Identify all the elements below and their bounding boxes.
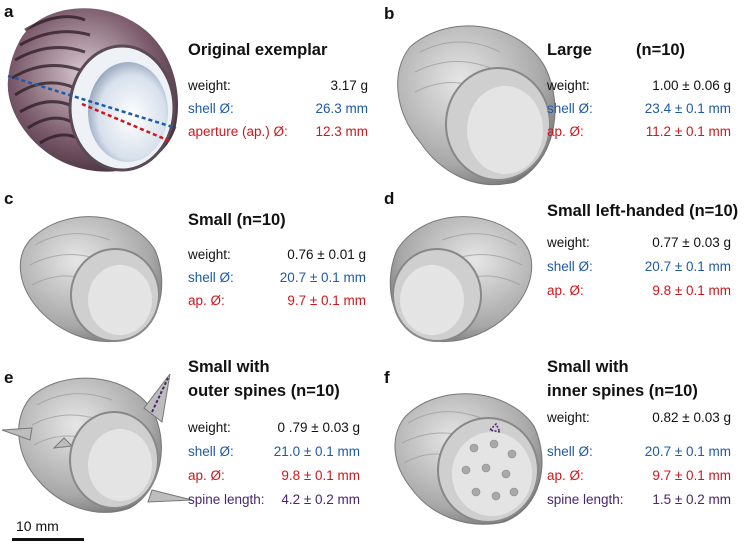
panel-e-aperture-value: 9.8 ± 0.1 mm [281,468,360,483]
panel-c-title: Small (n=10) [188,211,286,229]
panel-e-shell-label: shell Ø: [188,444,234,459]
panel-b-aperture-value: 11.2 ± 0.1 mm [645,124,731,139]
panel-d-aperture-value: 9.8 ± 0.1 mm [652,283,731,298]
inner-spines-shell-model [394,393,543,525]
panel-d-shell-value: 20.7 ± 0.1 mm [644,259,731,274]
panel-f-aperture-value: 9.7 ± 0.1 mm [652,468,731,483]
panel-b-aperture-label: ap. Ø: [547,124,584,139]
panel-e-weight-value: 0 .79 ± 0.03 g [277,420,360,435]
panel-c-shell-value: 20.7 ± 0.1 mm [279,270,366,285]
panel-c-weight-value: 0.76 ± 0.01 g [287,247,366,262]
panel-c-aperture-value: 9.7 ± 0.1 mm [287,293,366,308]
panel-d-shell-label: shell Ø: [547,259,593,274]
panel-c-weight-label: weight: [188,247,231,262]
panel-b-weight-label: weight: [547,78,590,93]
panel-a-weight-label: weight: [188,78,231,93]
panel-d-aperture-label: ap. Ø: [547,283,584,298]
panel-b-weight-value: 1.00 ± 0.06 g [652,78,731,93]
panel-b-title-n: (n=10) [636,41,686,59]
small-shell-model [19,216,163,343]
panel-a-shell-value: 26.3 mm [315,101,368,116]
panel-f-weight-value: 0.82 ± 0.03 g [652,410,731,425]
panel-d-weight-value: 0.77 ± 0.03 g [652,235,731,250]
large-shell-model [397,25,556,186]
panel-letter-d: d [384,189,395,208]
panel-e-title-line2: outer spines (n=10) [188,382,340,400]
panel-f-title-line2: inner spines (n=10) [547,382,698,400]
panel-letter-f: f [384,368,390,387]
panel-f-spine-label: spine length: [547,492,624,507]
panel-letter-b: b [384,4,395,23]
panel-d-weight-label: weight: [547,235,590,250]
panel-e-spine-label: spine length: [188,492,265,507]
panel-f-shell-label: shell Ø: [547,444,593,459]
panel-e-aperture-label: ap. Ø: [188,468,225,483]
panel-e-weight-label: weight: [188,420,231,435]
panel-f-title: Small with [547,358,629,376]
small-left-handed-shell-model [389,216,533,343]
panel-a-weight-value: 3.17 g [330,78,368,93]
panel-f-weight-label: weight: [547,410,590,425]
panel-a-aperture-value: 12.3 mm [315,124,368,139]
panel-b-shell-label: shell Ø: [547,101,593,116]
panel-c-shell-label: shell Ø: [188,270,234,285]
scale-bar [12,538,84,541]
outer-spines-shell-model [1,373,193,513]
panel-c-aperture-label: ap. Ø: [188,293,225,308]
panel-a-aperture-label: aperture (ap.) Ø: [188,124,288,139]
panel-b-title: Large [547,41,592,59]
panel-b-shell-value: 23.4 ± 0.1 mm [644,101,731,116]
panel-letter-e: e [4,368,14,387]
panel-a-shell-label: shell Ø: [188,101,234,116]
original-shell-photo [7,8,178,172]
panel-letter-c: c [4,189,14,208]
panel-d-title: Small left-handed (n=10) [547,202,739,220]
panel-f-aperture-label: ap. Ø: [547,468,584,483]
panel-e-title: Small with [188,358,270,376]
panel-letter-a: a [4,2,14,21]
panel-a-title: Original exemplar [188,41,328,59]
panel-e-shell-value: 21.0 ± 0.1 mm [273,444,360,459]
panel-f-shell-value: 20.7 ± 0.1 mm [644,444,731,459]
scale-bar-label: 10 mm [16,518,59,534]
panel-f-spine-value: 1.5 ± 0.2 mm [652,492,731,507]
panel-e-spine-value: 4.2 ± 0.2 mm [281,492,360,507]
